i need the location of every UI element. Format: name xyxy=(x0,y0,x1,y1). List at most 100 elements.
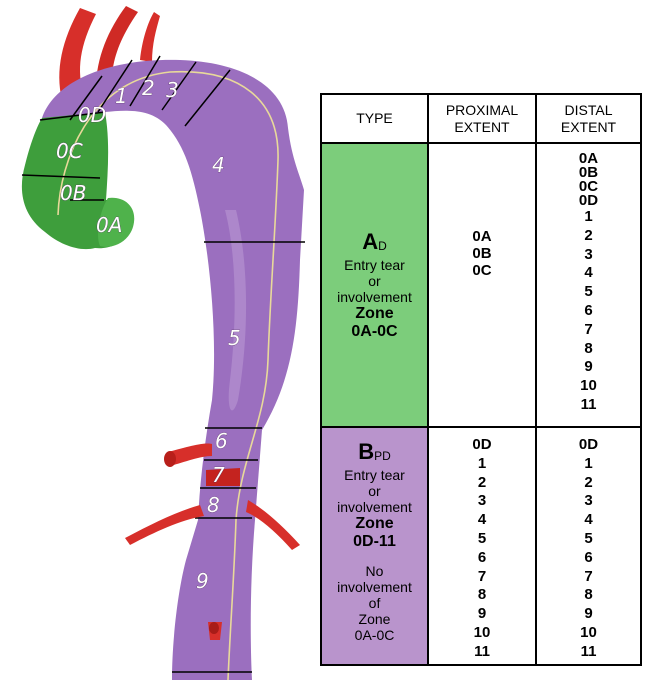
renal-artery-right xyxy=(246,500,300,550)
type-b-distal-zone-item: 1 xyxy=(584,454,593,472)
type-a-distal-zone-item: 8 xyxy=(584,339,593,357)
lumbar-branch-end xyxy=(209,622,219,634)
type-b-zone-title: Zone xyxy=(355,515,394,532)
type-a-distal-zone-item: 3 xyxy=(584,245,593,263)
type-b-note-3: of xyxy=(368,595,381,611)
zone-label-0a: 0A xyxy=(96,213,122,237)
type-b-desc-3: involvement xyxy=(337,499,412,515)
type-b-distal-zone-item: 6 xyxy=(584,548,593,566)
type-a-proximal-zone-item: 0C xyxy=(472,262,492,279)
type-b-desc-1: Entry tear xyxy=(344,467,405,483)
zone-label-0b: 0B xyxy=(60,181,86,205)
brachiocephalic-artery xyxy=(59,8,96,100)
type-a-proximal-zone-item: 0B xyxy=(472,245,492,262)
type-a-distal-zone-item: 6 xyxy=(584,301,593,319)
celiac-artery xyxy=(168,443,212,466)
type-a-cell: AD Entry tear or involvement Zone 0A-0C xyxy=(320,142,429,428)
zone-label-1: 1 xyxy=(115,84,128,108)
type-b-distal-zone-item: 4 xyxy=(584,511,593,529)
sma-artery xyxy=(206,468,240,486)
type-b-proximal-zone-item: 10 xyxy=(473,623,491,641)
type-b-label: BPD xyxy=(358,439,391,464)
type-b-row: BPD Entry tear or involvement Zone 0D-11… xyxy=(320,426,642,666)
header-type: TYPE xyxy=(320,93,429,144)
type-a-distal-zone-item: 1 xyxy=(584,208,593,225)
type-b-note-1: No xyxy=(365,563,384,579)
type-a-distal-zone-item: 0A xyxy=(578,150,599,167)
aortic-root-bulb xyxy=(97,197,135,247)
type-a-distal-zone-item: 0C xyxy=(578,178,599,195)
zone-label-0d: 0D xyxy=(78,103,106,127)
type-b-distal-zone-item: 2 xyxy=(584,473,593,491)
type-a-desc-3: involvement xyxy=(337,288,412,305)
header-row: TYPE PROXIMAL EXTENT DISTAL EXTENT xyxy=(320,93,642,144)
type-b-proximal-zone-item: 0D xyxy=(472,436,492,453)
type-b-distal-zone-item: 10 xyxy=(580,623,597,641)
carotid-artery-small xyxy=(140,12,160,62)
type-a-desc-2: or xyxy=(368,272,381,289)
classification-table: TYPE PROXIMAL EXTENT DISTAL EXTENT AD En… xyxy=(320,93,642,666)
type-a-distal-zone-item: 7 xyxy=(584,320,593,338)
type-a-row: AD Entry tear or involvement Zone 0A-0C … xyxy=(320,142,642,428)
type-a-zone-title: Zone xyxy=(355,304,394,322)
type-b-distal-zone-item: 7 xyxy=(584,567,593,585)
type-b-note-2: involvement xyxy=(337,579,412,595)
type-b-distal-zone-item: 8 xyxy=(584,586,593,604)
celiac-artery-end xyxy=(164,451,176,467)
zone-label-5: 5 xyxy=(228,326,241,350)
zone-label-6: 6 xyxy=(215,429,228,453)
header-distal: DISTAL EXTENT xyxy=(535,93,642,144)
type-b-proximal-zone-item: 1 xyxy=(477,454,487,472)
type-b-distal-zone-item: 9 xyxy=(584,605,593,623)
type-b-proximal-zone-item: 11 xyxy=(474,642,490,660)
type-b-note-5: 0A-0C xyxy=(354,627,395,643)
type-b-proximal-zone-item: 8 xyxy=(477,586,487,604)
type-a-desc-1: Entry tear xyxy=(344,256,405,273)
type-a-distal-zone-item: 2 xyxy=(584,226,593,244)
zone-label-0c: 0C xyxy=(56,139,83,163)
aorta-highlight xyxy=(225,210,247,411)
type-a-distal-zone-item: 11 xyxy=(580,395,597,413)
type-a-distal-zone-item: 0D xyxy=(578,192,599,209)
aortic-arch-purple xyxy=(42,59,304,680)
renal-artery-left xyxy=(125,505,204,545)
aorta-centerline xyxy=(57,70,279,680)
type-b-proximal-zone-item: 2 xyxy=(477,473,487,491)
type-a-distal-zone-item: 4 xyxy=(584,264,593,282)
zone-label-2: 2 xyxy=(142,76,155,100)
type-a-proximal-zone-item: 0A xyxy=(472,228,492,245)
zone-label-4: 4 xyxy=(212,153,225,177)
type-a-distal-zone-item: 0B xyxy=(578,164,599,181)
type-a-label: AD xyxy=(362,228,387,254)
zone-label-3: 3 xyxy=(166,78,179,102)
type-b-distal-zone-item: 11 xyxy=(580,642,597,660)
type-b-proximal-zone-item: 5 xyxy=(477,529,487,547)
type-b-distal-zone-item: 0D xyxy=(578,436,599,453)
type-a-distal-zone-item: 9 xyxy=(584,358,593,376)
type-b-distal-zone-item: 5 xyxy=(584,529,593,547)
type-a-zone-range: 0A-0C xyxy=(351,322,398,340)
type-b-proximal-zone-item: 9 xyxy=(477,605,487,623)
type-b-proximal-zone-item: 7 xyxy=(477,567,487,585)
type-b-cell: BPD Entry tear or involvement Zone 0D-11… xyxy=(320,426,429,666)
type-b-proximal-zone-item: 6 xyxy=(477,548,487,566)
type-b-proximal-zone-item: 4 xyxy=(477,511,487,529)
type-b-zone-range: 0D-11 xyxy=(353,533,396,550)
type-b-desc-2: or xyxy=(368,483,381,499)
zone-label-7: 7 xyxy=(212,463,225,487)
type-b-proximal-zone-item: 3 xyxy=(477,492,487,510)
zone-label-9: 9 xyxy=(196,569,209,593)
zone-label-8: 8 xyxy=(207,493,220,517)
type-a-distal-zone-item: 10 xyxy=(580,377,597,395)
header-proximal: PROXIMAL EXTENT xyxy=(427,93,537,144)
type-b-distal-zone-item: 3 xyxy=(584,492,593,510)
